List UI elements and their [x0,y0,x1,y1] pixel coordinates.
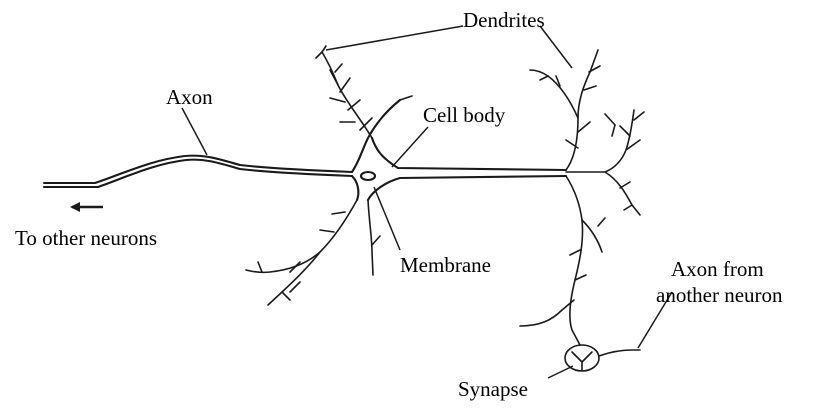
lower-left-dendrites [246,200,380,305]
nucleus-shape [361,172,375,180]
cell-body-leader [392,127,428,167]
left-arrow-icon [70,202,103,212]
axon-label: Axon [166,85,213,109]
upper-right-dendrites [530,50,600,170]
leader-lines [182,26,672,378]
axon-from-another-neuron-label-line2: another neuron [656,283,783,307]
axon-line [44,156,352,187]
upper-left-dendrites [316,46,412,138]
dendrites-leader-left [326,26,463,50]
membrane-label: Membrane [400,253,491,277]
membrane-leader [374,187,400,250]
lower-right-branch [520,176,605,345]
incoming-axon [599,350,640,356]
dendrites-label: Dendrites [463,8,545,32]
synapse-label: Synapse [458,377,528,401]
to-other-neurons-label: To other neurons [15,226,157,250]
synapse-leader [548,366,573,378]
axon-leader [182,108,207,155]
dendrites-leader-right [540,26,572,68]
cell-body-label: Cell body [423,103,506,127]
axon-from-another-neuron-label-line1: Axon from [671,257,764,281]
